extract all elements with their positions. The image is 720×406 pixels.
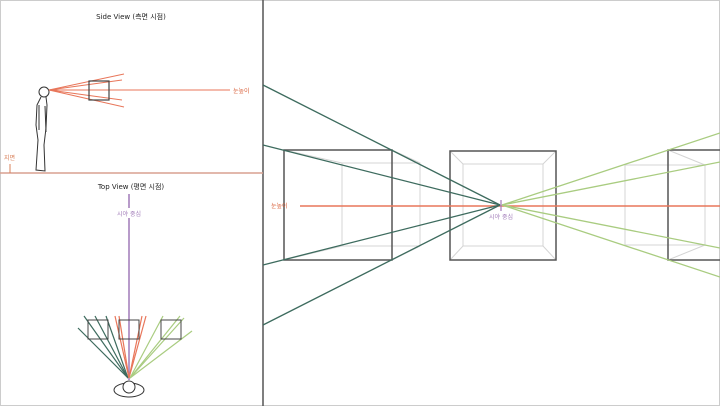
- perspective-eye-level-label: 눈높이: [271, 202, 288, 210]
- side-object-box: [88, 80, 110, 101]
- side-view-title: Side View (측면 시점): [96, 12, 166, 21]
- top-view-center-label: 시야 중심: [117, 210, 141, 218]
- top-view: Top View (평면 시점) 시야 중심: [77, 182, 193, 398]
- box-back-faces: [283, 149, 706, 261]
- side-sight-rays: [48, 73, 230, 108]
- top-view-title: Top View (평면 시점): [97, 182, 165, 191]
- top-right-box: [160, 319, 182, 340]
- ground-label: 지면: [4, 154, 15, 162]
- top-right-rays: [129, 315, 193, 379]
- top-left-box: [87, 319, 109, 340]
- right-rays: [501, 132, 720, 278]
- left-box: [283, 149, 393, 261]
- top-center-box: [118, 319, 140, 340]
- person-figure: [35, 86, 50, 172]
- viewer-head-top: [113, 380, 145, 398]
- right-box: [667, 149, 720, 261]
- side-view: Side View (측면 시점) 지면 눈높이: [0, 12, 263, 174]
- left-rays: [262, 84, 501, 326]
- top-center-rays: [114, 315, 147, 379]
- perspective-view: 시야 중심 눈높이: [262, 84, 720, 326]
- top-left-rays: [77, 315, 129, 379]
- perspective-center-label: 시야 중심: [489, 213, 513, 221]
- side-eye-level-label: 눈높이: [233, 87, 250, 95]
